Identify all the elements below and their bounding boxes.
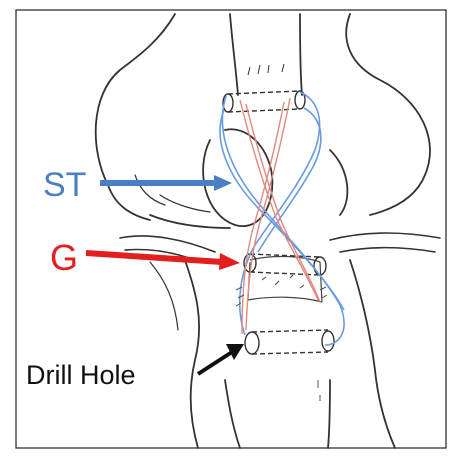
g-arrow bbox=[86, 253, 240, 270]
g-label: G bbox=[50, 240, 78, 276]
drill-hole-label: Drill Hole bbox=[26, 362, 136, 389]
drill-hole-arrow bbox=[198, 344, 244, 374]
tibial-tunnel-upper bbox=[244, 254, 326, 275]
bone-texture bbox=[236, 287, 327, 401]
st-arrow bbox=[100, 175, 232, 191]
st-label: ST bbox=[43, 168, 86, 202]
drill-hole-tunnel bbox=[245, 330, 334, 354]
